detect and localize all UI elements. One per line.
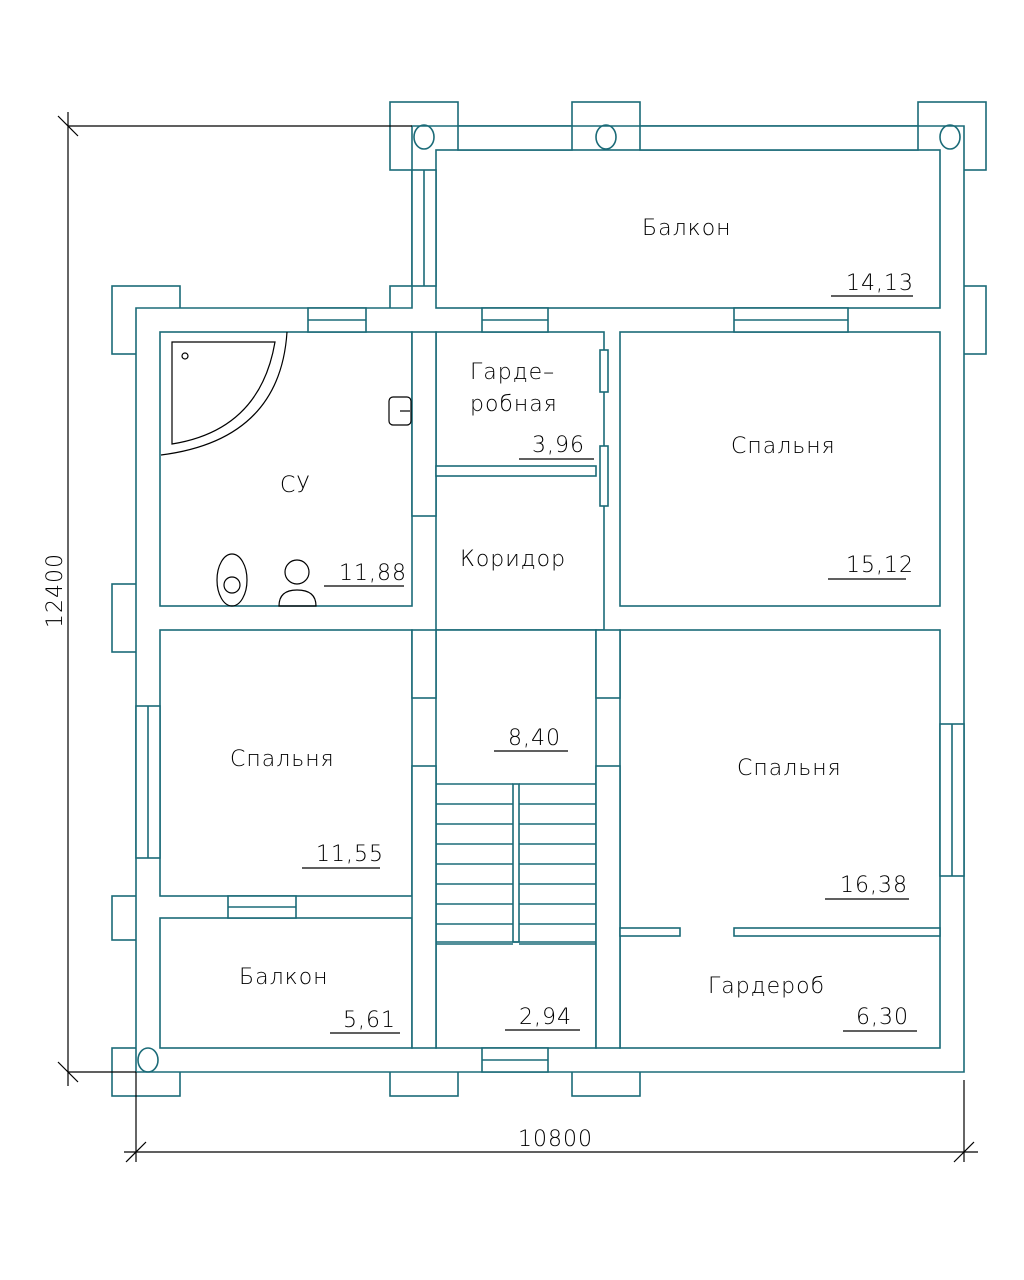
room-area: 2,94 [519,1005,572,1030]
room-name: Спальня [230,747,335,772]
room-name: СУ [280,473,311,498]
dimension-width: 10800 [518,1127,593,1152]
columns [137,124,961,1073]
toilet [278,559,317,607]
bathtub [160,331,288,456]
stair-stringer [512,783,520,943]
room-name: Балкон [239,965,329,990]
sink [388,396,412,426]
windows [135,125,965,1073]
room-name: Коридор [460,547,566,572]
room-area: 3,96 [532,433,585,458]
room-area: 8,40 [508,726,561,751]
room-area: 15,12 [846,553,914,578]
dimension-lines [57,112,978,1163]
dimension-height: 12400 [43,553,68,628]
room-area: 6,30 [856,1005,909,1030]
bidet [216,553,248,607]
staircase[interactable] [436,783,596,945]
room-name: Балкон [642,216,732,241]
room-area: 5,61 [343,1008,396,1033]
room-name: робная [470,392,558,417]
room-name: Гарде– [470,360,555,385]
room-area: 16,38 [840,873,908,898]
rooms [159,149,941,1049]
room-name: Спальня [737,756,842,781]
room-name: Спальня [731,434,836,459]
room-name: Гардероб [708,974,825,999]
room-area: 11,55 [316,842,384,867]
room-area: 14,13 [846,271,914,296]
room-area: 11,88 [339,561,407,586]
